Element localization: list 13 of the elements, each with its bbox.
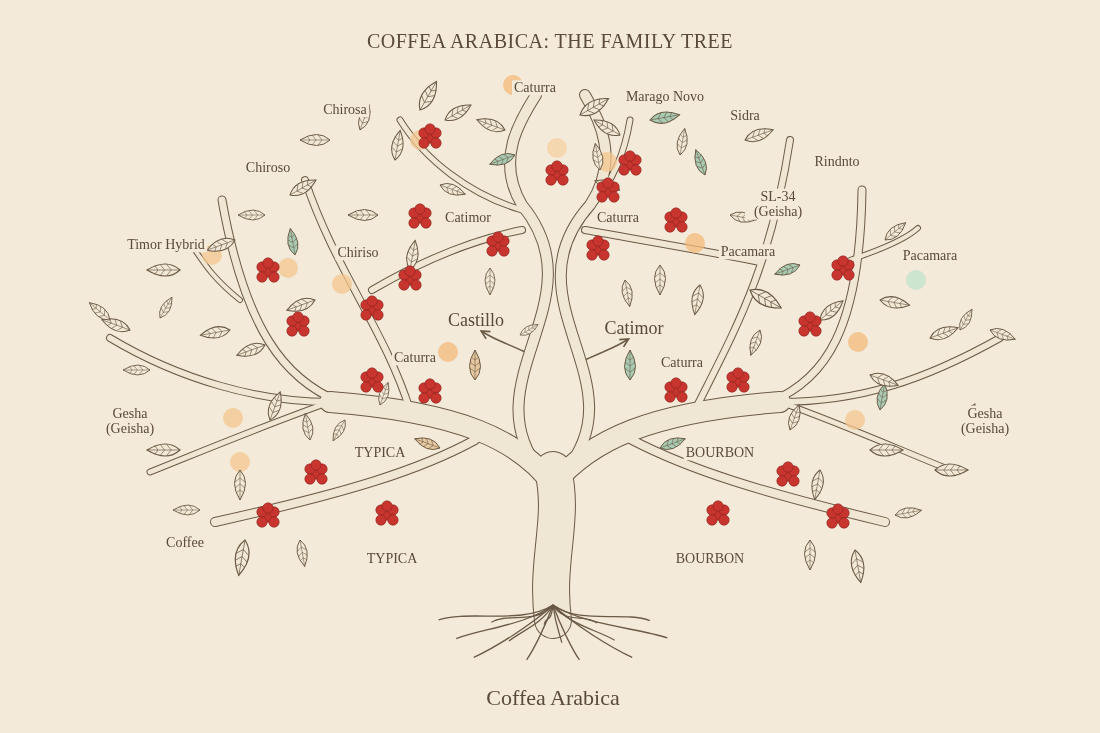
variety-label: Catimor (602, 316, 666, 340)
variety-label: Chiriso (335, 245, 381, 261)
variety-label: Marago Novo (623, 89, 707, 105)
variety-label: Pacamara (718, 244, 778, 260)
title: COFFEA ARABICA: THE FAMILY TREE (365, 30, 735, 53)
variety-label: Castillo (446, 308, 506, 332)
variety-label: Chirosa (321, 102, 369, 118)
variety-label: Timor Hybrid (125, 237, 207, 253)
arrow (480, 330, 525, 353)
variety-label: BOURBON (683, 445, 757, 461)
variety-label: Caturra (512, 80, 558, 96)
arrow (585, 338, 630, 361)
variety-label: Caturra (392, 350, 438, 366)
